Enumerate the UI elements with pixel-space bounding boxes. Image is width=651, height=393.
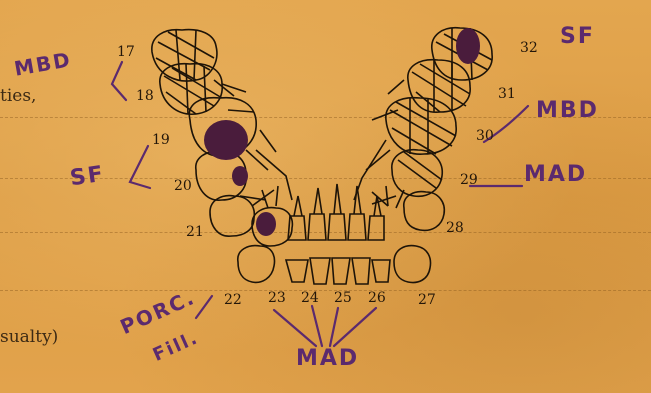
tooth-number: 32	[520, 40, 538, 56]
tooth-number: 26	[368, 290, 386, 306]
tooth-number: 24	[301, 290, 319, 306]
tooth-number: 28	[446, 220, 464, 236]
annotation-sf-left: SF	[68, 162, 106, 192]
incisor-roots	[294, 184, 381, 216]
tooth-number: 20	[174, 178, 192, 194]
annotation-mad-right: MAD	[524, 162, 587, 187]
annotation-mbd-right: MBD	[536, 98, 599, 123]
tooth-29	[392, 150, 442, 197]
annotation-sf-right: SF	[560, 24, 595, 49]
filled-areas	[204, 28, 480, 236]
tooth-number: 19	[152, 132, 170, 148]
tooth-number: 22	[224, 292, 242, 308]
tooth-number: 31	[498, 86, 516, 102]
annotation-mad-bottom: MAD	[296, 346, 359, 371]
tooth-number: 23	[268, 290, 286, 306]
tooth-number: 30	[476, 128, 494, 144]
tooth-number: 25	[334, 290, 352, 306]
incisor-crowns	[288, 214, 384, 240]
tooth-31	[408, 60, 470, 112]
tooth-number: 27	[418, 292, 436, 308]
tooth-number: 29	[460, 172, 478, 188]
tooth-number: 17	[117, 44, 135, 60]
tooth-30	[386, 98, 456, 154]
lower-occlusal-row	[238, 246, 431, 284]
tooth-28	[404, 192, 445, 231]
tooth-number: 21	[186, 224, 204, 240]
tooth-number: 18	[136, 88, 154, 104]
tooth-21	[210, 196, 254, 237]
